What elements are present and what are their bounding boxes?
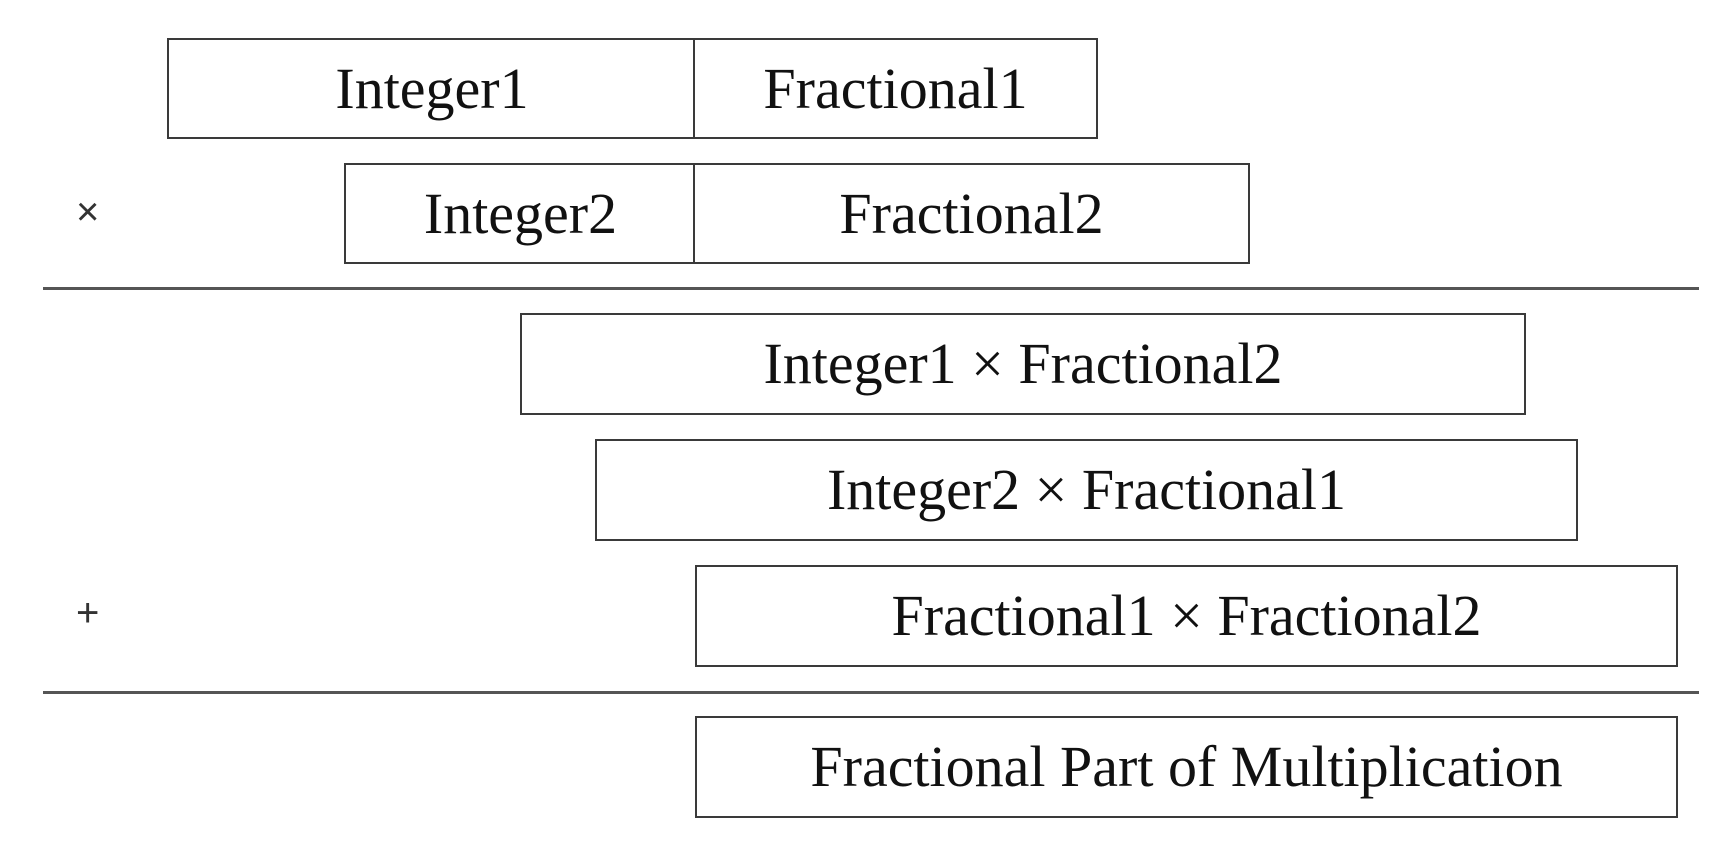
partial-product-1-label: Integer1 × Fractional2: [763, 331, 1283, 396]
multiply-operator: ×: [76, 190, 100, 234]
fractional1-cell: Fractional1: [693, 38, 1098, 139]
product-divider-line: [43, 287, 1699, 290]
fractional1-label: Fractional1: [763, 55, 1028, 121]
partial-product-integer1-fractional2: Integer1 × Fractional2: [520, 313, 1526, 415]
partial-product-3-label: Fractional1 × Fractional2: [891, 583, 1482, 648]
partial-product-2-label: Integer2 × Fractional1: [826, 457, 1347, 522]
fractional2-cell: Fractional2: [693, 163, 1250, 264]
fractional2-label: Fractional2: [839, 180, 1104, 246]
result-label: Fractional Part of Multiplication: [810, 734, 1563, 799]
partial-product-fractional1-fractional2: Fractional1 × Fractional2: [695, 565, 1678, 667]
sum-divider-line: [43, 691, 1699, 694]
partial-product-integer2-fractional1: Integer2 × Fractional1: [595, 439, 1578, 541]
integer2-cell: Integer2: [344, 163, 695, 264]
integer1-cell: Integer1: [167, 38, 695, 139]
integer2-label: Integer2: [423, 180, 618, 246]
result-cell: Fractional Part of Multiplication: [695, 716, 1678, 818]
plus-operator: +: [76, 591, 100, 635]
integer1-label: Integer1: [335, 55, 529, 121]
